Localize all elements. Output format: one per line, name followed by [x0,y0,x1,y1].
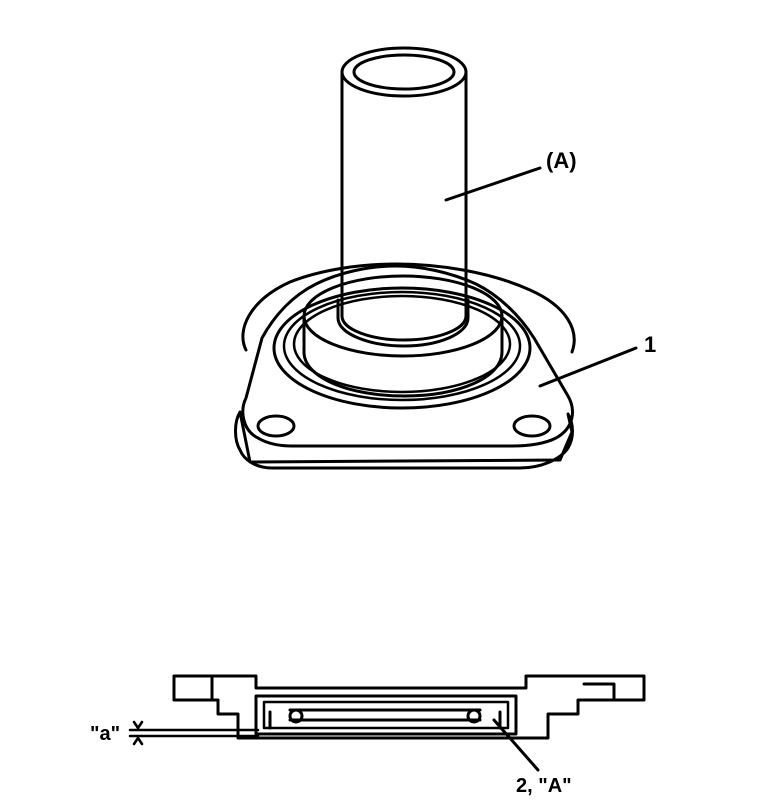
label-tool: (A) [546,148,577,173]
installer-tool [336,46,470,348]
leader-line-part-2 [492,718,540,772]
leader-line-tool [444,166,542,202]
label-part-2: 2, "A" [516,775,572,797]
bolt-hole-left [256,414,296,438]
leader-line-part-1 [538,346,638,388]
flange-cover [234,262,576,470]
dimension-arrow-down [132,720,144,730]
cover-cross-section [172,674,646,740]
dimension-arrow-up [132,736,144,746]
label-dimension-a: "a" [90,723,120,745]
bolt-hole-right [512,414,552,438]
label-part-1: 1 [644,332,656,357]
